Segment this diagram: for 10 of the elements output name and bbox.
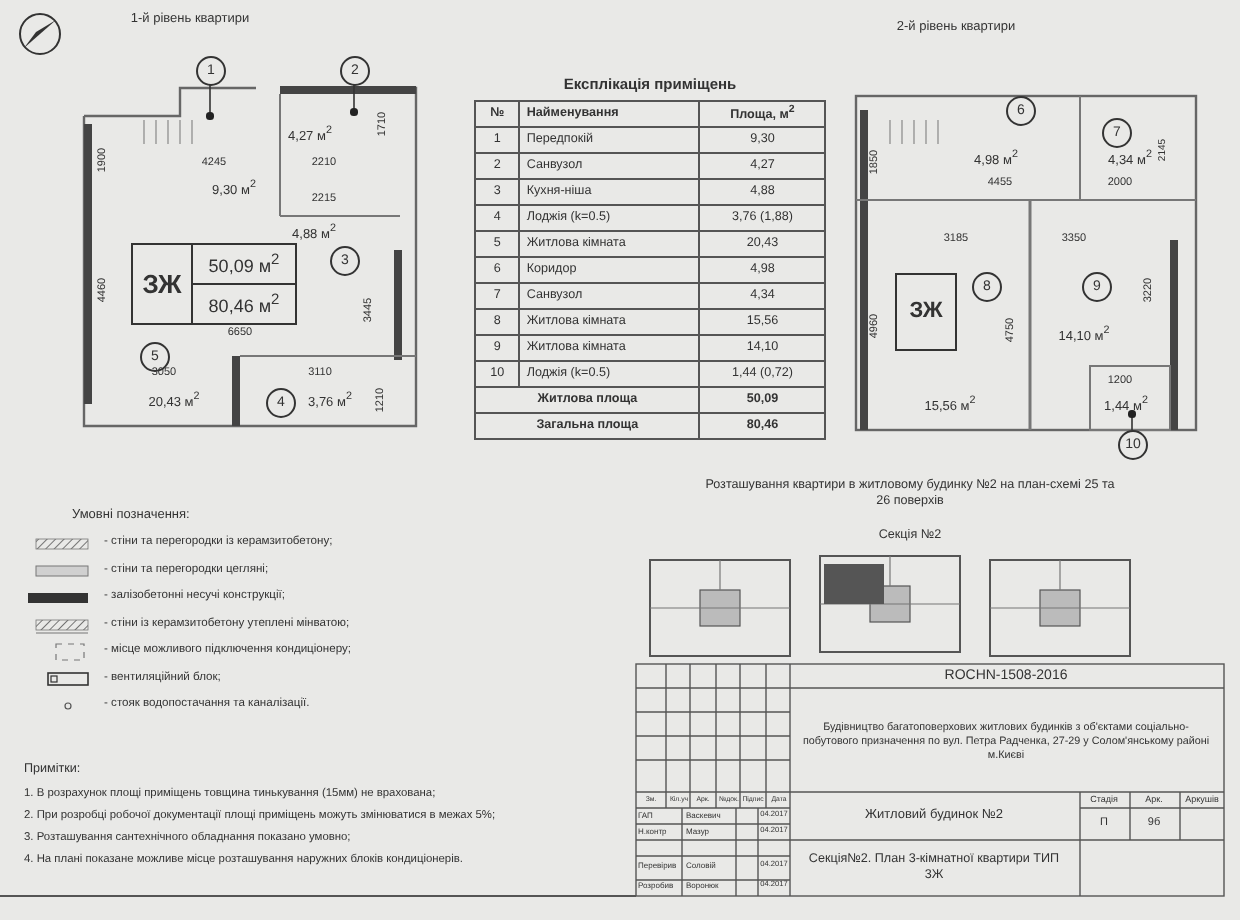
leader-line bbox=[1131, 416, 1133, 431]
apartment-type: ЗЖ bbox=[909, 301, 943, 323]
area-value: 80,46 м$^{2}$ bbox=[208, 292, 280, 316]
point-marker bbox=[350, 108, 358, 116]
leader-line bbox=[209, 83, 211, 114]
leader-line bbox=[353, 83, 355, 110]
apartment-type: ЗЖ bbox=[142, 271, 182, 297]
point-marker bbox=[206, 112, 214, 120]
area-value: 50,09 м$^{2}$ bbox=[208, 252, 280, 276]
point-marker bbox=[1128, 410, 1136, 418]
